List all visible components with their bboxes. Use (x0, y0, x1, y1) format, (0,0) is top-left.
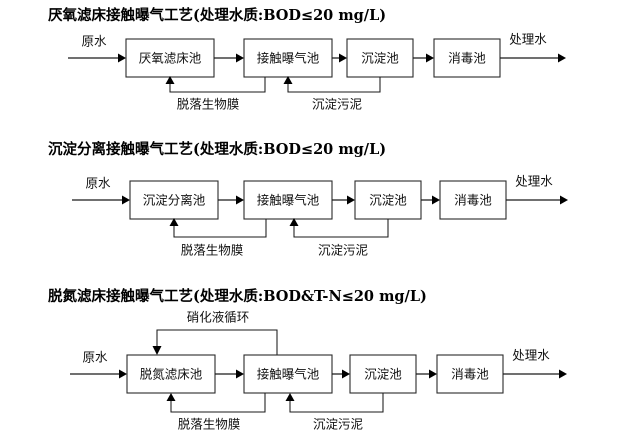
outlet-label: 处理水 (515, 174, 553, 189)
process-diagram-sedimentation-separation: 沉淀分离接触曝气工艺(处理水质:BOD≤20 mg/L) 原水 沉淀分离池 接触… (0, 134, 635, 269)
return-flow-2-arrowhead (289, 218, 299, 226)
return-flow-1-path (169, 77, 266, 93)
connector-2-3-arrowhead (347, 195, 355, 205)
process-box-1-label: 脱氮滤床池 (140, 367, 203, 382)
recirculation-label: 硝化液循环 (187, 310, 250, 325)
process-box-1-label: 沉淀分离池 (143, 193, 206, 208)
process-box-4-label: 消毒池 (448, 51, 486, 66)
process-box-2[interactable] (243, 354, 333, 394)
return-flow-1-arrowhead (165, 76, 175, 84)
inlet-label: 原水 (85, 176, 111, 191)
outlet-label: 处理水 (509, 32, 547, 47)
inlet-label: 原水 (81, 34, 107, 49)
flow-svg-2: 原水 沉淀分离池 接触曝气池 沉淀池 消毒池 处理水 脱落 (72, 174, 568, 258)
return-flow-2-label: 沉淀污泥 (312, 97, 362, 112)
return-flow-1-arrowhead (166, 393, 176, 401)
process-box-4[interactable] (433, 38, 501, 78)
connector-3-4-arrowhead (426, 53, 434, 63)
recirculation-arrowhead (152, 346, 162, 355)
process-box-3-label: 沉淀池 (364, 367, 402, 382)
process-box-2-label: 接触曝气池 (257, 51, 320, 66)
inlet-label: 原水 (82, 350, 108, 365)
process-box-3-label: 沉淀池 (361, 51, 399, 66)
outlet-arrowhead (560, 195, 568, 205)
process-box-3[interactable] (346, 38, 414, 78)
outlet-arrowhead (558, 53, 566, 63)
diagram-title: 沉淀分离接触曝气工艺(处理水质:BOD≤20 mg/L) (48, 141, 387, 158)
return-flow-2-path (289, 393, 384, 413)
return-flow-1-label: 脱落生物膜 (178, 417, 241, 432)
connector-1-2-arrowhead (236, 53, 244, 63)
return-flow-2-arrowhead (283, 76, 293, 84)
return-flow-1-path (170, 393, 266, 413)
flow-svg-1: 原水 厌氧滤床池 接触曝气池 沉淀池 消毒池 处理水 脱落 (68, 32, 566, 112)
process-box-1-label: 厌氧滤床池 (139, 51, 202, 66)
return-flow-2-path (287, 77, 381, 93)
return-flow-1-label: 脱落生物膜 (181, 243, 244, 258)
return-flow-2-arrowhead (285, 393, 295, 401)
connector-3-4-arrowhead (432, 195, 440, 205)
inlet-arrowhead (118, 53, 126, 63)
process-box-2-label: 接触曝气池 (257, 193, 320, 208)
connector-1-2-arrowhead (236, 195, 244, 205)
inlet-arrowhead (122, 195, 130, 205)
return-flow-2-path (293, 219, 389, 238)
recirculation-path (156, 329, 278, 355)
return-flow-1-arrowhead (169, 218, 179, 226)
process-box-3[interactable] (349, 354, 417, 394)
connector-3-4-arrowhead (429, 369, 437, 379)
diagram-title: 脱氮滤床接触曝气工艺(处理水质:BOD&T-N≤20 mg/L) (48, 288, 427, 305)
outlet-label: 处理水 (512, 348, 550, 363)
flow-svg-3: 硝化液循环 原水 脱氮滤床池 接触曝气池 沉淀池 消毒池 (70, 310, 567, 432)
connector-1-2-arrowhead (236, 369, 244, 379)
inlet-arrowhead (119, 369, 127, 379)
return-flow-2-label: 沉淀污泥 (318, 243, 368, 258)
return-flow-1-label: 脱落生物膜 (177, 97, 240, 112)
diagram-title: 厌氧滤床接触曝气工艺(处理水质:BOD≤20 mg/L) (48, 7, 387, 24)
outlet-arrowhead (559, 369, 567, 379)
connector-2-3-arrowhead (342, 369, 350, 379)
process-box-2-label: 接触曝气池 (257, 367, 320, 382)
process-box-1[interactable] (129, 180, 219, 220)
return-flow-2-label: 沉淀污泥 (313, 417, 363, 432)
return-flow-1-path (173, 219, 267, 238)
process-box-4-label: 消毒池 (454, 193, 492, 208)
connector-2-3-arrowhead (339, 53, 347, 63)
process-diagram-anaerobic-filter-bed: 厌氧滤床接触曝气工艺(处理水质:BOD≤20 mg/L) 原水 厌氧滤床池 接触… (0, 0, 635, 120)
process-box-4-label: 消毒池 (451, 367, 489, 382)
process-box-3-label: 沉淀池 (369, 193, 407, 208)
process-diagram-denitrification-filter-bed: 脱氮滤床接触曝气工艺(处理水质:BOD&T-N≤20 mg/L) 硝化液循环 原… (0, 282, 635, 445)
